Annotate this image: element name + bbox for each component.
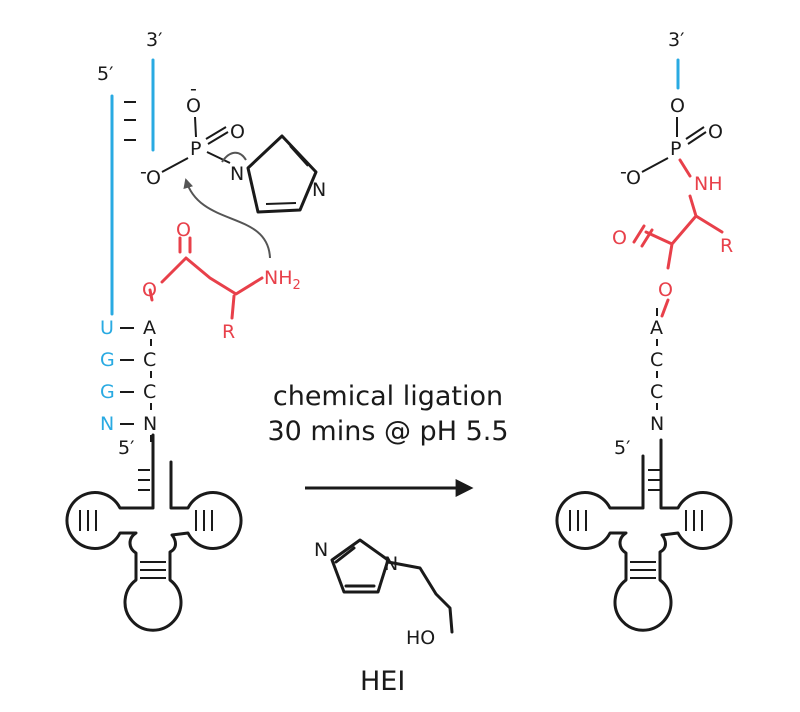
phosphate-charge: - <box>190 78 197 100</box>
left-trna-5-prime: 5′ <box>118 437 134 459</box>
reaction-condition-line1: chemical ligation <box>273 381 503 412</box>
right-ester-o: O <box>658 279 673 301</box>
side-chain-r: R <box>222 321 235 343</box>
left-trna-base: N <box>143 413 157 435</box>
ester-o: O <box>142 279 157 301</box>
imidazole-n1: N <box>230 163 244 185</box>
left-trna-base: C <box>143 349 156 371</box>
phosphate-p: P <box>190 138 201 160</box>
right-amide-nh: NH <box>694 173 723 195</box>
right-side-chain-r: R <box>720 235 733 257</box>
phosphate-o-top: O <box>186 95 201 117</box>
leaving-group-arrow <box>221 151 247 163</box>
right-trna-cloverleaf <box>555 438 733 632</box>
right-primer-3-prime-label: 3′ <box>668 29 684 51</box>
phosphate-o-left: O <box>146 167 161 189</box>
right-carbonyl-o: O <box>612 227 627 249</box>
nucleophilic-attack-arrow <box>183 178 271 259</box>
right-trna-5-prime: 5′ <box>614 437 630 459</box>
reaction-condition-line2: 30 mins @ pH 5.5 <box>267 416 508 447</box>
right-trna-base: C <box>650 349 663 371</box>
right-trna-acceptor-bases: A C C N <box>650 308 664 435</box>
imidazole-n3: N <box>312 179 326 201</box>
left-trna-base: A <box>143 317 156 339</box>
right-phosphate-charge: - <box>620 161 627 183</box>
hei-hydroxyl: HO <box>406 627 435 649</box>
hei-n2: N <box>384 553 398 575</box>
left-primer-bases: U G G N <box>100 317 115 435</box>
phosphate-o-right: O <box>230 121 245 143</box>
primer-5-prime-label: 5′ <box>97 63 113 85</box>
hei-structure: N N HO <box>314 538 454 649</box>
left-trna-cloverleaf <box>65 433 243 632</box>
primer-base: G <box>100 381 115 403</box>
left-phosphate-group: - O P O O - <box>140 78 245 189</box>
amine-nh2: NH2 <box>264 267 301 293</box>
right-phosphate-p: P <box>670 138 681 160</box>
right-phosphate-o-left: O <box>626 167 641 189</box>
right-trna-base: A <box>650 317 663 339</box>
primer-pair-dashes <box>124 101 136 141</box>
phosphate-charge: - <box>140 161 147 183</box>
primer-base: G <box>100 349 115 371</box>
left-aminoacyl-group: O O NH2 R <box>142 219 301 343</box>
primer-3-prime-label: 3′ <box>146 29 162 51</box>
hei-n1: N <box>314 539 328 561</box>
primer-base: N <box>100 413 114 435</box>
hei-label: HEI <box>360 666 405 697</box>
right-phosphate-o-right: O <box>708 121 723 143</box>
imidazole-ring: N N <box>230 134 326 214</box>
right-aminoacyl-group: NH O R O <box>612 158 733 318</box>
primer-base: U <box>100 317 114 339</box>
carbonyl-o: O <box>176 219 191 241</box>
left-base-pairing-dashes <box>120 327 134 425</box>
right-trna-base: N <box>650 413 664 435</box>
left-trna-base: C <box>143 381 156 403</box>
left-trna-acceptor-bases: A C C N <box>143 317 157 435</box>
right-phosphate-o-top: O <box>670 95 685 117</box>
right-phosphate-group: O P O - O <box>620 95 723 189</box>
right-trna-base: C <box>650 381 663 403</box>
